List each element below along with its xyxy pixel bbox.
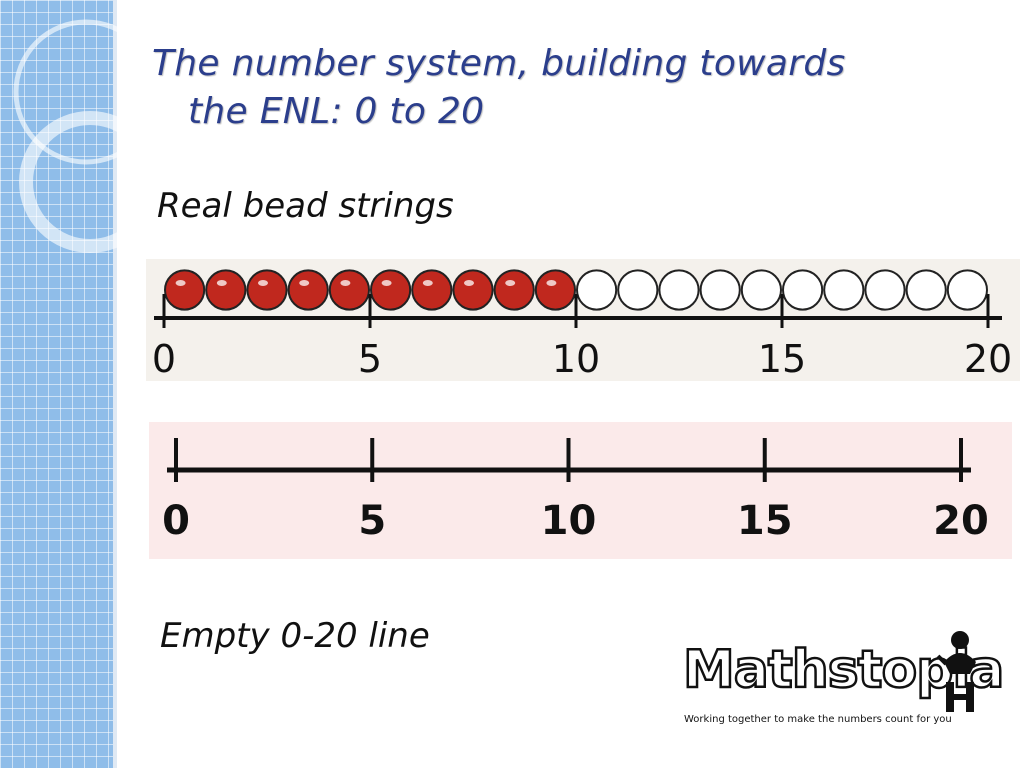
white-bead	[617, 269, 659, 311]
bead-string-figure: 0 5 10 15 20	[152, 269, 1012, 381]
white-bead	[864, 269, 906, 311]
red-bead	[163, 269, 206, 311]
white-bead	[905, 269, 947, 311]
red-bead	[411, 269, 453, 311]
decorative-circles	[13, 19, 130, 253]
slide-title: The number system, building towards the …	[152, 40, 952, 136]
empty-tick-label-0: 0	[162, 498, 190, 544]
empty-line-label: Empty 0-20 line	[160, 616, 430, 656]
bead-tick-label-15: 15	[758, 337, 806, 381]
red-bead	[493, 269, 535, 311]
red-bead	[246, 269, 288, 311]
red-bead	[370, 269, 412, 311]
empty-tick-label-20: 20	[933, 498, 989, 544]
white-bead	[782, 269, 824, 311]
slide-title-line2: the ENL: 0 to 20	[188, 91, 485, 132]
white-bead	[699, 269, 741, 311]
slide-title-line1: The number system, building towards	[152, 43, 846, 84]
white-bead	[576, 269, 618, 311]
empty-tick-label-15: 15	[737, 498, 793, 544]
red-bead	[452, 269, 494, 311]
white-bead	[740, 269, 783, 311]
red-bead	[205, 269, 247, 311]
white-bead	[823, 269, 865, 311]
empty-number-line-panel: 0 5 10 15 20	[149, 422, 1012, 559]
empty-tick-label-10: 10	[541, 498, 597, 544]
empty-tick-label-5: 5	[358, 498, 386, 544]
bead-tick-label-0: 0	[152, 337, 176, 381]
white-bead	[946, 269, 989, 311]
logo-tagline: Working together to make the numbers cou…	[684, 714, 952, 725]
figure-icon	[936, 631, 976, 712]
empty-number-line-figure: 0 5 10 15 20	[162, 438, 989, 544]
bead-tick-label-20: 20	[964, 337, 1012, 381]
red-bead	[328, 269, 370, 311]
bead-tick-label-10: 10	[552, 337, 600, 381]
white-bead	[658, 269, 700, 311]
red-bead	[287, 269, 329, 311]
red-bead	[534, 269, 576, 311]
bead-string-panel: 0 5 10 15 20	[146, 259, 1020, 381]
mathstopia-logo: Mathstopia Working together to make the …	[680, 626, 1006, 736]
bead-tick-label-5: 5	[358, 337, 382, 381]
side-decoration-edge	[113, 0, 117, 768]
bead-string-label: Real bead strings	[157, 186, 454, 226]
